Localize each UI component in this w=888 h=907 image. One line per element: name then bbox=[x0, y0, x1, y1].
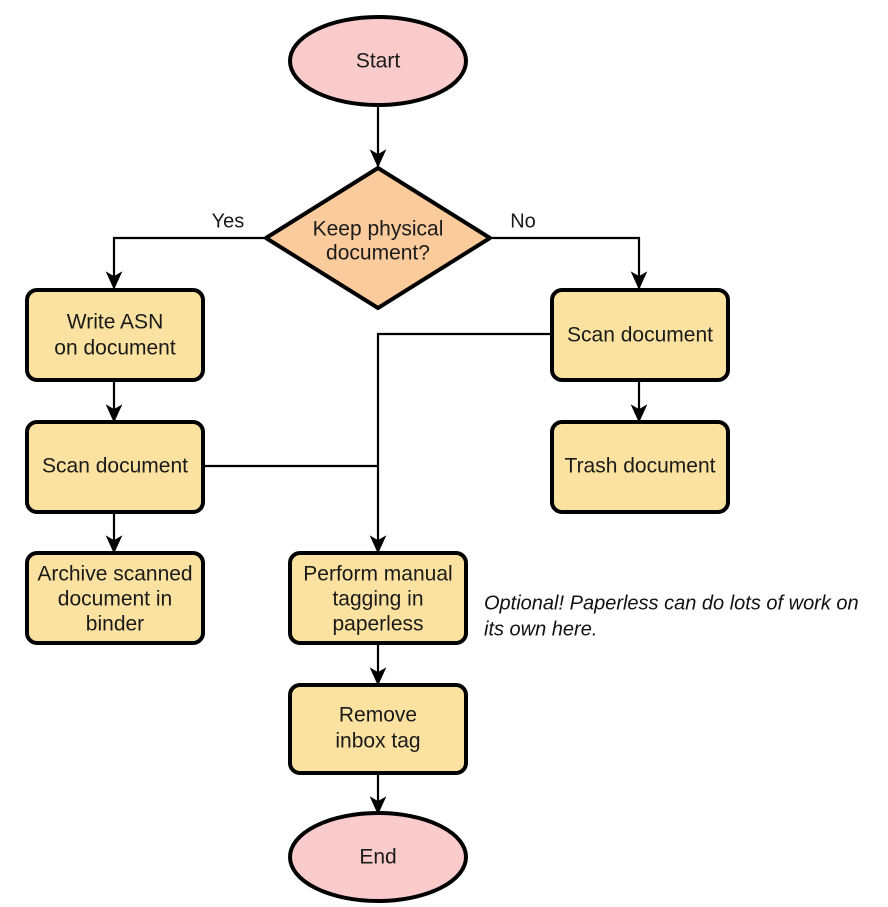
start-label: Start bbox=[356, 50, 401, 73]
remove-inbox-label-line1: Remove bbox=[339, 704, 417, 727]
scan-left-box bbox=[25, 420, 205, 514]
write-asn-box bbox=[25, 288, 205, 382]
node-write-asn-on-document[interactable]: Write ASN on document bbox=[25, 288, 205, 382]
annotation-line1: Optional! Paperless can do lots of work … bbox=[484, 592, 859, 614]
node-start[interactable]: Start bbox=[288, 15, 468, 107]
node-perform-manual-tagging[interactable]: Perform manual tagging in paperless bbox=[288, 551, 468, 645]
decision-label-line2: document? bbox=[326, 242, 430, 265]
node-end[interactable]: End bbox=[288, 811, 468, 903]
annotation-line2: its own here. bbox=[484, 618, 597, 640]
tagging-box bbox=[288, 551, 468, 645]
remove-inbox-box bbox=[288, 683, 468, 775]
end-label: End bbox=[359, 846, 396, 869]
decision-diamond bbox=[264, 166, 492, 310]
decision-label-line1: Keep physical bbox=[313, 218, 444, 241]
tagging-label-line1: Perform manual bbox=[303, 563, 452, 586]
edge-decision-no-to-scan-right bbox=[492, 236, 648, 290]
scan-right-label: Scan document bbox=[567, 324, 713, 347]
scan-right-box bbox=[550, 288, 730, 382]
archive-label-line2: document in bbox=[58, 588, 172, 611]
edges-layer bbox=[105, 104, 648, 815]
edge-scan-right-to-tagging bbox=[369, 332, 551, 554]
end-ellipse bbox=[288, 811, 468, 903]
node-remove-inbox-tag[interactable]: Remove inbox tag bbox=[288, 683, 468, 775]
node-scan-document-left[interactable]: Scan document bbox=[25, 420, 205, 514]
edge-label-no: No bbox=[510, 210, 536, 232]
archive-label-line1: Archive scanned bbox=[37, 563, 192, 586]
write-asn-label-line2: on document bbox=[54, 337, 176, 360]
archive-label-line3: binder bbox=[86, 613, 144, 636]
node-archive-scanned-document[interactable]: Archive scanned document in binder bbox=[25, 551, 205, 645]
trash-label: Trash document bbox=[565, 455, 716, 478]
trash-box bbox=[550, 420, 730, 514]
archive-box bbox=[25, 551, 205, 645]
node-trash-document[interactable]: Trash document bbox=[550, 420, 730, 514]
node-decision-keep-physical-document[interactable]: Keep physical document? bbox=[264, 166, 492, 310]
start-ellipse bbox=[288, 15, 468, 107]
tagging-label-line2: tagging in bbox=[332, 588, 423, 611]
annotation-optional-note: Optional! Paperless can do lots of work … bbox=[484, 592, 859, 640]
edge-decision-yes-to-write-asn bbox=[105, 236, 264, 290]
write-asn-label-line1: Write ASN bbox=[67, 311, 163, 334]
node-scan-document-right[interactable]: Scan document bbox=[550, 288, 730, 382]
scan-left-label: Scan document bbox=[42, 455, 188, 478]
edge-label-yes: Yes bbox=[212, 210, 245, 232]
remove-inbox-label-line2: inbox tag bbox=[335, 730, 420, 753]
tagging-label-line3: paperless bbox=[332, 613, 423, 636]
